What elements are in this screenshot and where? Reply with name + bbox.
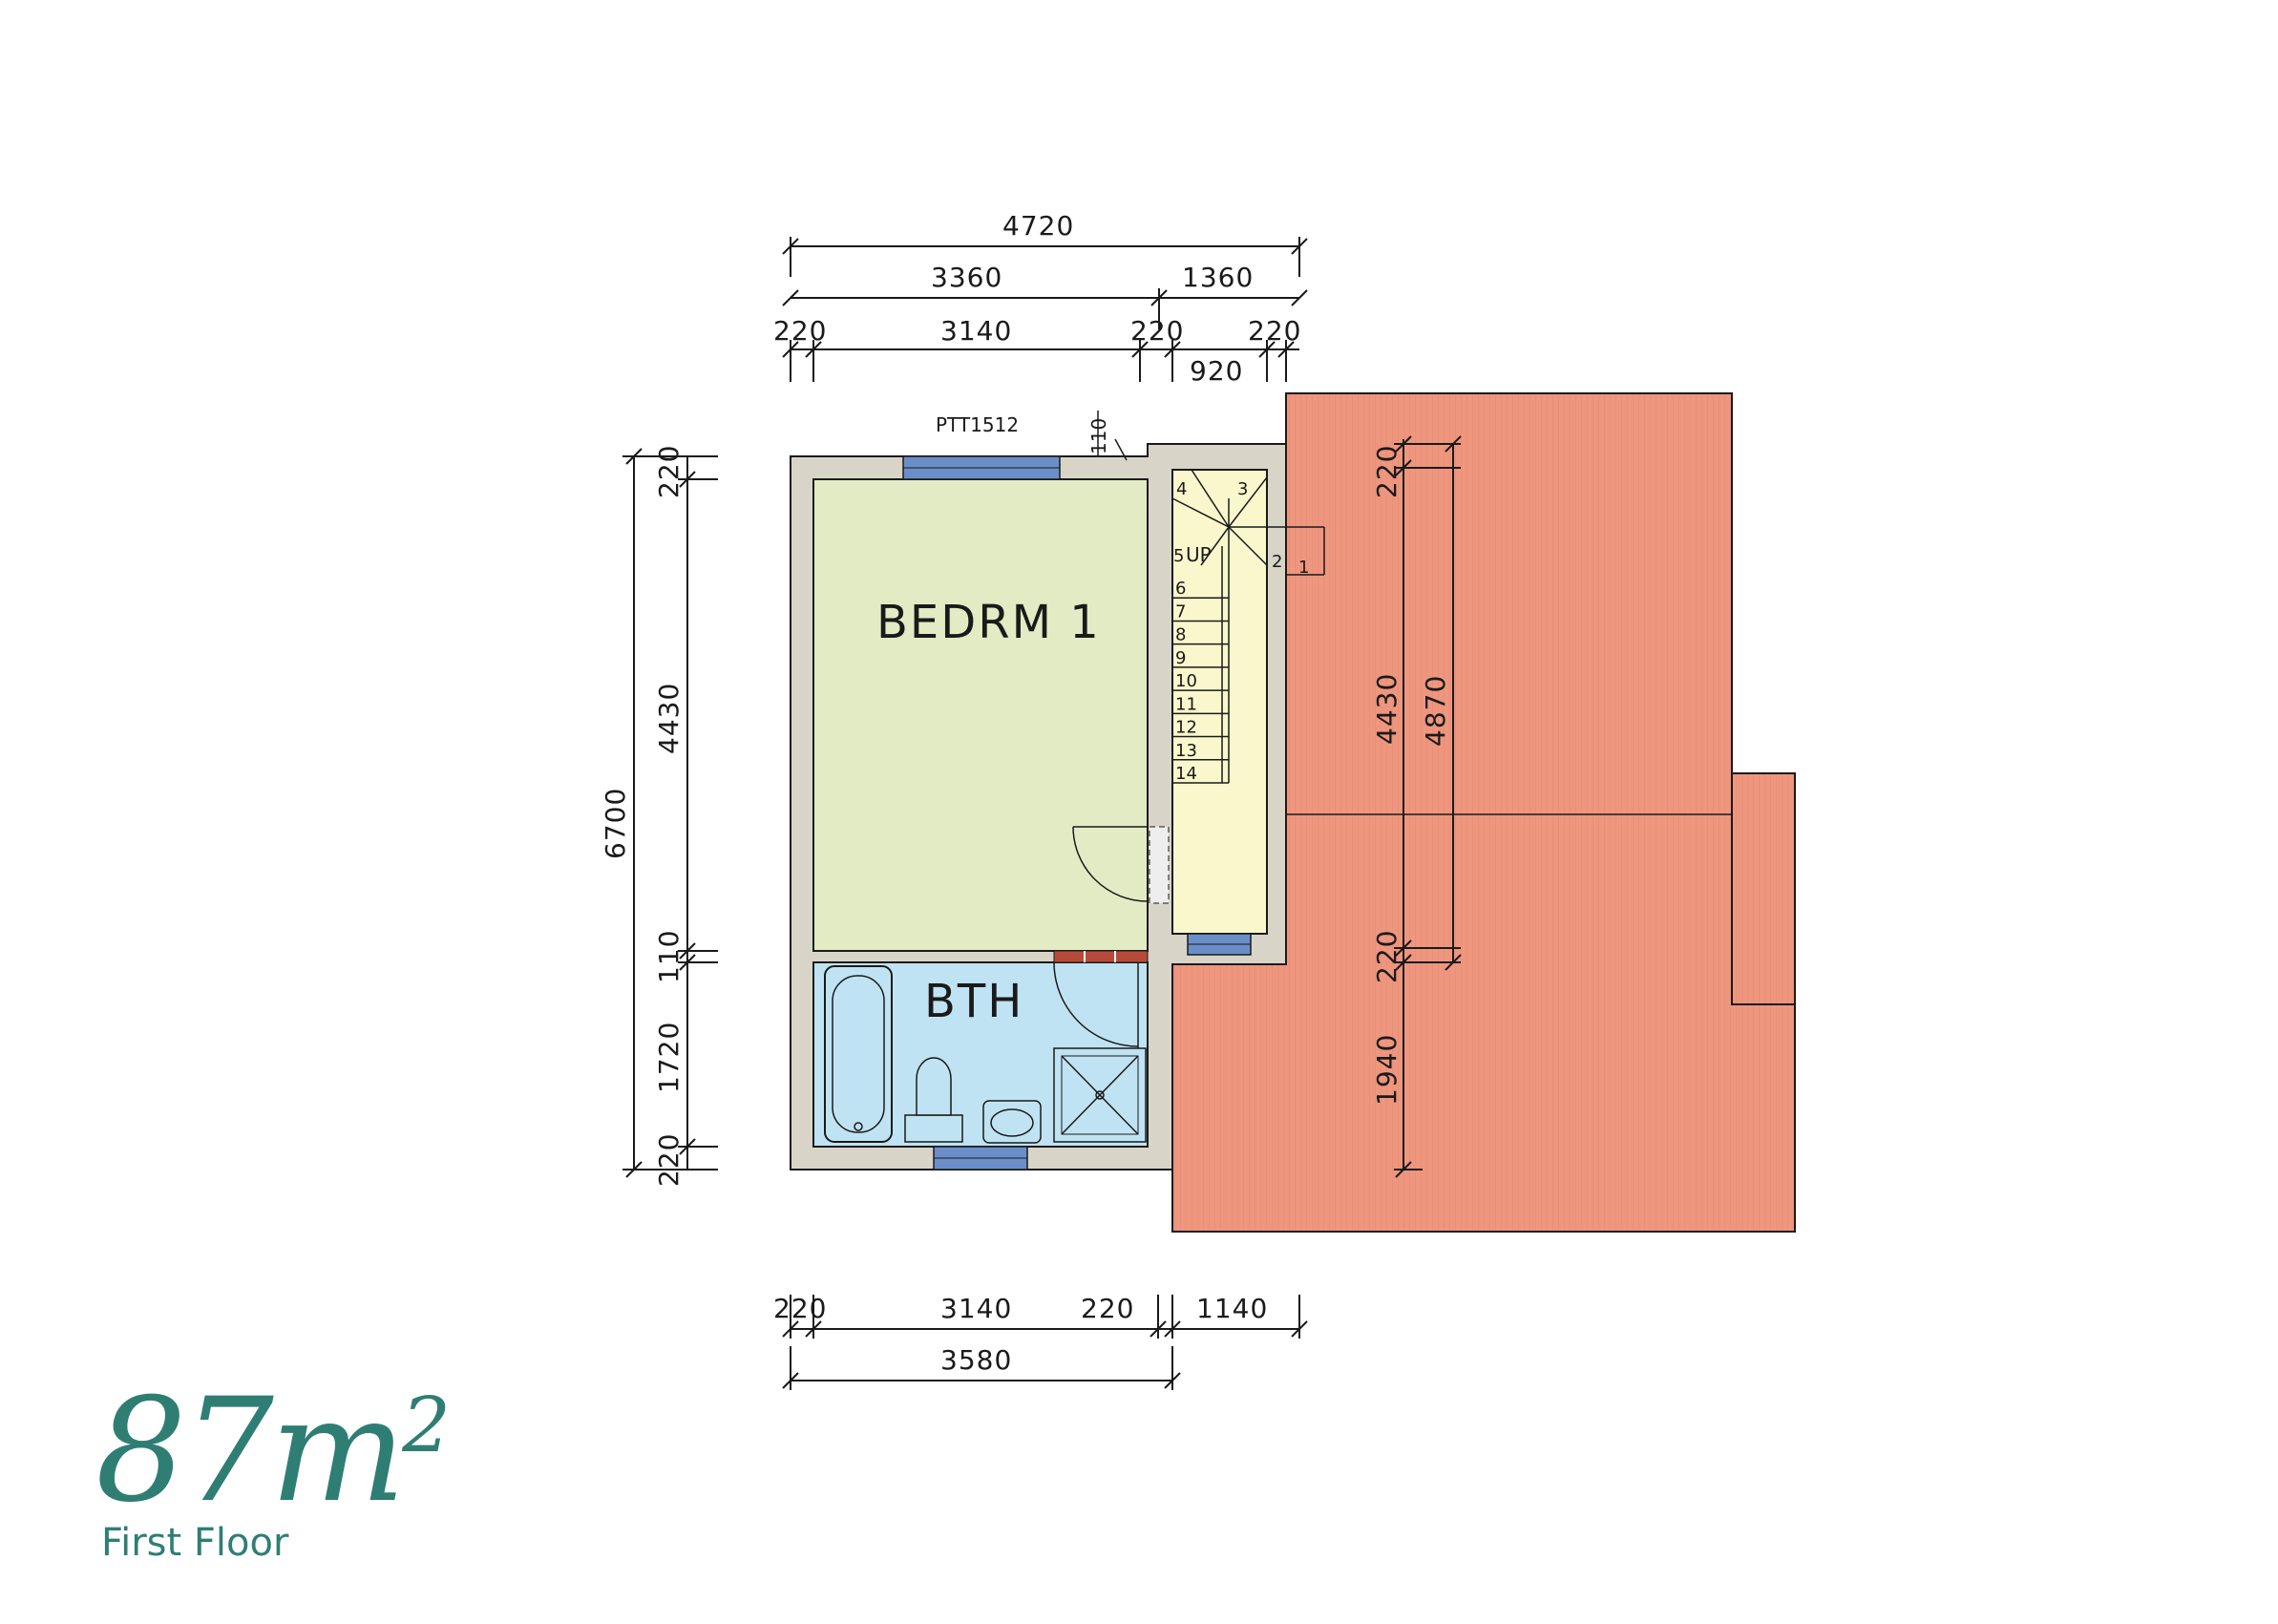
stair-step-4: 4 (1176, 479, 1187, 499)
dim-left-overall: 6700 (600, 788, 631, 859)
stair-step-label: 12 (1175, 718, 1197, 738)
stair-step-label: 8 (1175, 625, 1186, 645)
dim-top-overall: 4720 (1002, 210, 1074, 242)
windows (902, 455, 1252, 1171)
dim-top-row3-a: 220 (773, 315, 827, 347)
top-dimensions (782, 237, 1308, 382)
floor-area: 87m2 (95, 1380, 451, 1523)
toilet (904, 1057, 963, 1143)
bottom-dimensions (782, 1295, 1308, 1390)
bathroom-door (1053, 950, 1149, 1048)
stair-step-labels: 67 8 9 10 11 12 13 14 (1175, 579, 1197, 784)
dim-top-row2-right: 1360 (1182, 262, 1254, 293)
roof-dimensions (1394, 435, 1462, 1178)
dim-bottom-b: 3140 (940, 1293, 1012, 1324)
window-offset-dim: 110 (1087, 411, 1128, 461)
stair-step-label: 11 (1175, 694, 1197, 714)
dim-top-row4: 920 (1190, 355, 1243, 387)
dim-left-d: 1720 (653, 1022, 685, 1093)
dim-top-row3-d: 220 (1248, 315, 1301, 347)
stair-treads (1172, 527, 1230, 784)
stair-up-label: UP (1186, 543, 1212, 566)
dim-roof-outer: 4870 (1420, 675, 1451, 747)
dim-bottom-c: 220 (1081, 1293, 1134, 1324)
dim-bottom-a: 220 (773, 1293, 827, 1324)
dim-window-offset: 110 (1087, 418, 1110, 454)
dim-top-row3-c: 220 (1130, 315, 1184, 347)
room-label-bathroom: BTH (924, 975, 1023, 1028)
basin (982, 1100, 1042, 1144)
stair-step-label: 9 (1175, 648, 1186, 668)
dim-left-e: 220 (653, 1133, 685, 1187)
bedroom-door (1072, 826, 1170, 904)
stair-step-label: 7 (1175, 601, 1186, 622)
floor-label: First Floor (101, 1521, 289, 1565)
stair-step-5: 5 (1173, 546, 1184, 566)
stair-step-label: 14 (1175, 764, 1197, 784)
floor-area-value: 87m (95, 1368, 406, 1534)
dim-left-a: 220 (653, 445, 685, 498)
shower (1053, 1047, 1147, 1143)
stair-winder (1171, 469, 1325, 783)
window-label: PTT1512 (936, 413, 1019, 436)
stair-step-3: 3 (1237, 479, 1248, 499)
dim-roof-d: 1940 (1371, 1034, 1403, 1106)
dim-left-c: 110 (653, 930, 685, 983)
room-label-bedroom: BEDRM 1 (876, 596, 1101, 649)
floor-area-unit-superscript: 2 (402, 1381, 452, 1469)
stair-step-2: 2 (1272, 552, 1282, 572)
stair-step-label: 13 (1175, 741, 1197, 761)
dim-bottom-overall: 3580 (940, 1344, 1012, 1376)
dim-top-row3-b: 3140 (940, 315, 1012, 347)
dim-left-b: 4430 (653, 683, 685, 754)
stair-step-1: 1 (1298, 558, 1309, 578)
dim-roof-c: 220 (1371, 930, 1403, 983)
bedroom (812, 478, 1149, 952)
dim-roof-b: 4430 (1371, 673, 1403, 745)
stair-step-label: 6 (1175, 579, 1186, 599)
dim-roof-a: 220 (1371, 445, 1403, 498)
dim-bottom-d: 1140 (1196, 1293, 1268, 1324)
bathtub (824, 965, 893, 1143)
stair-step-label: 10 (1175, 671, 1197, 691)
left-dimensions (622, 448, 718, 1178)
dim-top-row2-left: 3360 (931, 262, 1002, 293)
